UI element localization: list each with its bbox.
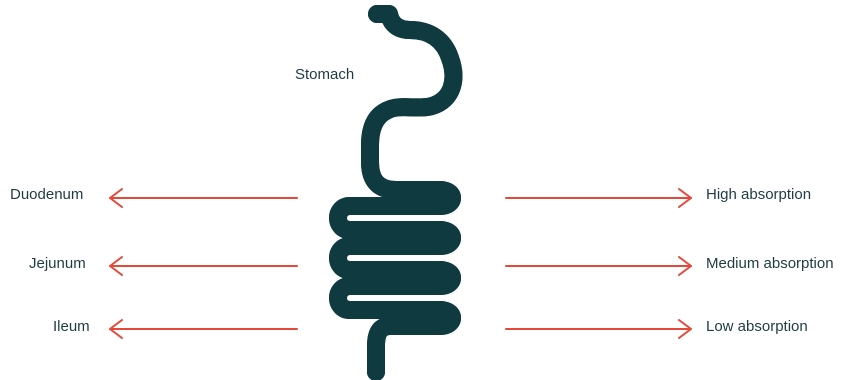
digestive-tract-outline [338,14,453,372]
right-arrows [506,189,691,338]
arrow-medium-absorption [506,257,691,275]
arrow-low-absorption [506,320,691,338]
arrow-high-absorption [506,189,691,207]
stomach-label: Stomach [295,66,354,84]
arrow-jejunum [110,257,297,275]
arrow-duodenum [110,189,297,207]
duodenum-label: Duodenum [10,186,83,204]
high-absorption-label: High absorption [706,186,811,204]
ileum-label: Ileum [53,318,90,336]
arrow-ileum [110,320,297,338]
low-absorption-label: Low absorption [706,318,808,336]
jejunum-label: Jejunum [29,255,86,273]
left-arrows [110,189,297,338]
medium-absorption-label: Medium absorption [706,255,834,273]
